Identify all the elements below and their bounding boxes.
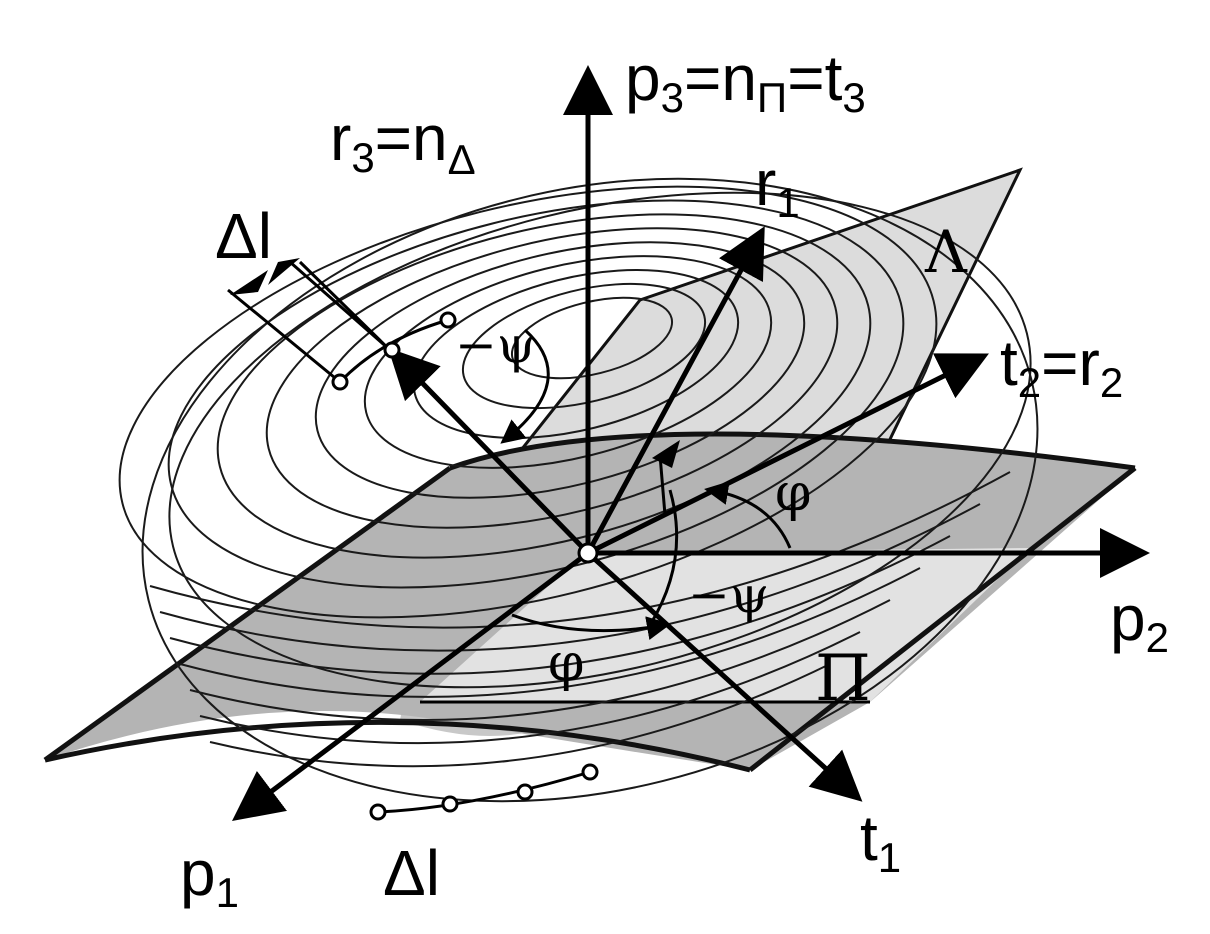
r1-mid-arrow [652, 440, 680, 468]
label-p1: p1 [180, 837, 239, 916]
ellipsoid-top-rings [118, 185, 938, 619]
delta-l-top-point-3 [439, 311, 457, 329]
top-ring-7 [216, 213, 872, 559]
bottom-ring-6 [199, 631, 861, 745]
delta-l-top-point-1 [331, 373, 349, 391]
axis-p1 [232, 551, 590, 822]
axis-p3-guide [658, 454, 667, 516]
plane-pi-back-edge [449, 431, 1136, 471]
axis-r3 [388, 347, 590, 555]
label-phi-bottom: φ [548, 633, 584, 693]
arc-minus-psi-bottom [648, 489, 679, 626]
top-ring-2 [461, 282, 707, 410]
bottom-ring-7 [209, 663, 831, 768]
top-ring-8 [167, 199, 905, 589]
ellipsoid-outline-inner [168, 191, 1032, 689]
bottom-ring-3 [169, 535, 951, 675]
label-lambda-plane: Λ [924, 218, 968, 286]
top-ring-4 [363, 255, 773, 469]
bottom-ring-1 [149, 471, 1011, 629]
label-p3: p3=nΠ=t3 [625, 42, 866, 121]
label-r1: r1 [755, 147, 800, 226]
label-r3: r3=nΔ [330, 102, 476, 183]
label-minus-psi-bottom: −ψ [688, 566, 769, 624]
delta-l-bottom-point-3 [516, 783, 534, 801]
axis-r1 [585, 226, 765, 555]
plane-pi-left-edge [43, 465, 452, 763]
plane-pi-right-edge [748, 466, 1137, 772]
ellipsoid [141, 177, 1039, 803]
origin-point [577, 542, 599, 564]
axis-t1 [586, 551, 863, 802]
delta-l-top-arrow-a [230, 270, 268, 295]
delta-l-top-arrow-b [268, 258, 300, 285]
top-ring-9 [118, 185, 938, 619]
axis-t2 [586, 353, 989, 556]
bottom-ring-4 [179, 567, 921, 698]
label-t1: t1 [860, 802, 901, 881]
label-p2: p2 [1110, 582, 1169, 661]
arc-phi-bottom [511, 613, 671, 640]
delta-l-top-guide-1 [227, 288, 341, 384]
bottom-ring-2 [159, 503, 981, 652]
delta-l-bottom-point-1 [369, 803, 387, 821]
label-phi-right: φ [775, 463, 811, 523]
bottom-ring-5 [189, 599, 891, 721]
label-t2: t2=r2 [1000, 327, 1123, 406]
label-minus-psi-top: −ψ [455, 316, 536, 374]
label-delta-l-bottom: Δl [383, 837, 440, 909]
ellipsoid-outline [141, 177, 1039, 803]
arc-minus-psi-top [500, 328, 550, 444]
label-pi-plane: Π [815, 642, 871, 716]
delta-l-bottom-point-2 [441, 795, 459, 813]
delta-l-bottom-curve [377, 770, 591, 814]
delta-l-top-guide-2 [289, 260, 391, 352]
plane-pi-front-edge [44, 719, 751, 773]
delta-l-top-point-2 [383, 341, 401, 359]
delta-l-bottom-point-4 [581, 763, 599, 781]
arc-phi-right [704, 481, 792, 549]
label-delta-l-top: Δl [215, 200, 272, 272]
top-ring-6 [265, 227, 839, 529]
ellipsoid-bottom-rings [149, 471, 1011, 768]
top-ring-1 [510, 296, 674, 380]
